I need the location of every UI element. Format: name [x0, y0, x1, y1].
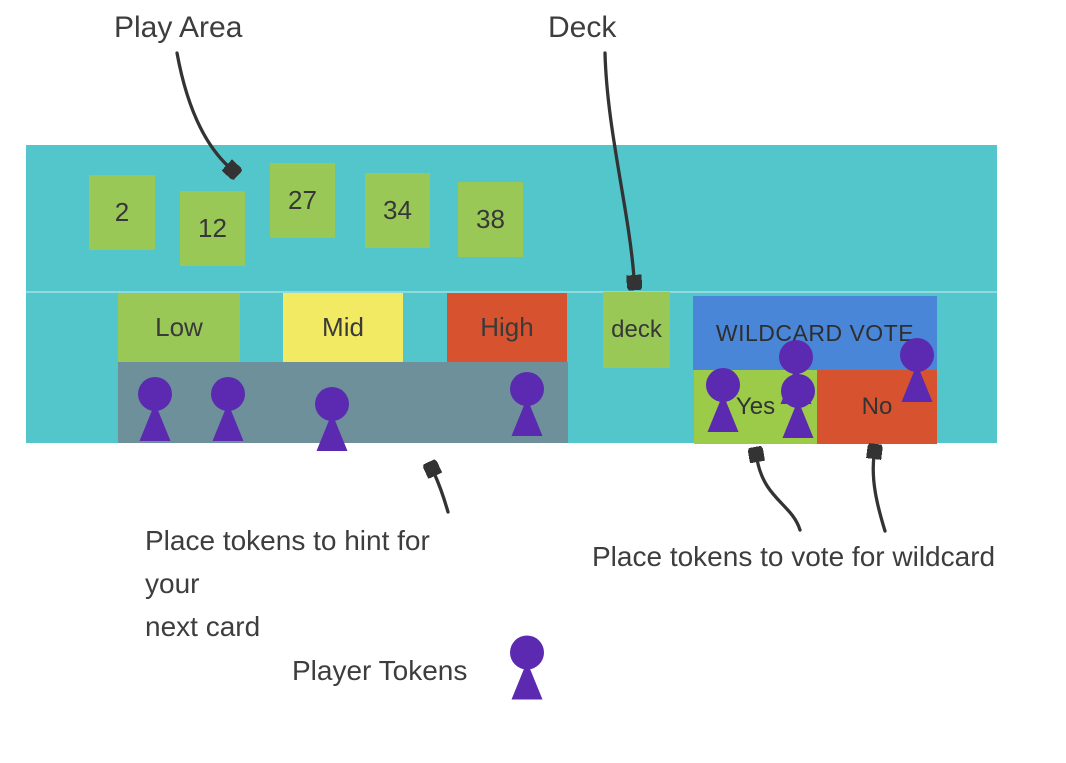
card-value: 12: [198, 213, 227, 243]
card-value: 2: [114, 197, 130, 227]
wildcard-vote-header: WILDCARD VOTE: [693, 296, 937, 370]
no-vote-arrow: [873, 456, 887, 533]
card-12[interactable]: 12: [180, 191, 245, 266]
deck-card[interactable]: deck: [603, 292, 670, 368]
hint-arrow: [434, 473, 450, 514]
player-token-icon: [510, 372, 544, 436]
card-2[interactable]: 2: [89, 175, 155, 250]
card-38[interactable]: 38: [458, 182, 523, 257]
player-token-7[interactable]: [778, 374, 818, 438]
card-34[interactable]: 34: [365, 173, 430, 248]
hint-bin-label: High: [480, 312, 534, 342]
player-token-icon: [138, 377, 172, 441]
player-token-icon: [706, 368, 740, 432]
player-token-4[interactable]: [507, 372, 547, 436]
hint-caption-line: Place tokens to hint for: [145, 525, 430, 556]
hint-bin-label: Mid: [322, 312, 364, 342]
vote-caption: Place tokens to vote for wildcard: [592, 541, 996, 572]
player-token-1[interactable]: [135, 377, 175, 441]
hint-caption-line: your: [145, 568, 200, 599]
player-token-2[interactable]: [208, 377, 248, 441]
legend-player-token: [507, 635, 547, 700]
player-token-icon: [315, 387, 349, 451]
hint-caption-line: next card: [145, 611, 261, 642]
wildcard-vote-title: WILDCARD VOTE: [715, 319, 915, 346]
hint-bin-label: Low: [155, 312, 203, 342]
player-token-8[interactable]: [897, 338, 937, 402]
board-seam-divider: [26, 291, 997, 293]
hint-caption: Place tokens to hint for your next card: [145, 519, 430, 648]
player-tokens-label: Player Tokens: [292, 655, 468, 686]
player-token-icon: [211, 377, 245, 441]
player-token-icon: [510, 635, 544, 700]
hint-bin-low[interactable]: Low: [118, 293, 240, 362]
card-value: 27: [288, 185, 317, 215]
player-token-3[interactable]: [312, 387, 352, 451]
card-value: 38: [476, 204, 505, 234]
deck-callout: Deck: [548, 11, 617, 44]
player-token-icon: [900, 338, 934, 402]
hint-bin-high[interactable]: High: [447, 293, 567, 362]
vote-yes-label: Yes: [735, 393, 776, 420]
deck-card-label: deck: [611, 316, 662, 343]
player-token-icon: [781, 374, 815, 438]
card-27[interactable]: 27: [270, 163, 335, 238]
play-area-callout: Play Area: [114, 11, 243, 44]
yes-vote-arrow: [757, 459, 802, 532]
player-token-5[interactable]: [703, 368, 743, 432]
vote-no-label: No: [861, 393, 893, 420]
hint-bin-mid[interactable]: Mid: [283, 293, 403, 362]
card-value: 34: [383, 195, 412, 225]
